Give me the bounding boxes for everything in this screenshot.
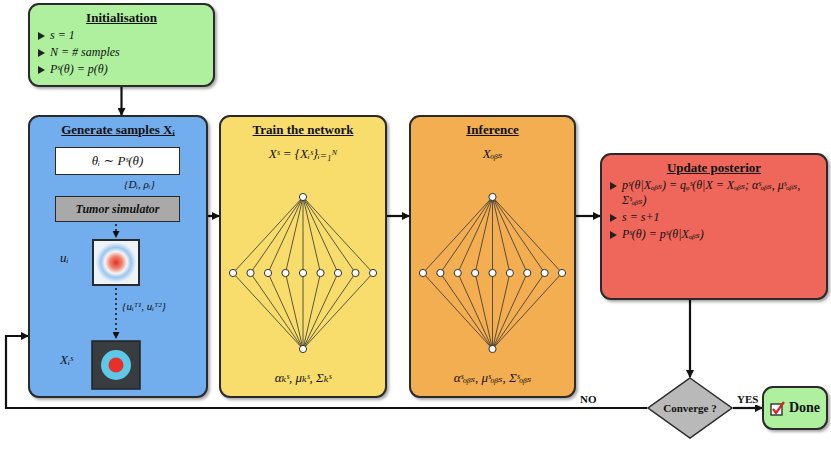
box-text: θᵢ ∼ Pˢ(θ): [56, 153, 179, 169]
box-text: s = s+1: [622, 210, 660, 225]
box-text: αˢₒᵦₛ, μˢₒᵦₛ, Σˢₒᵦₛ: [411, 370, 574, 386]
bullet-marker: [610, 182, 617, 190]
process-box: Initialisation s = 1 N = # samplesPˢ(θ) = …: [28, 3, 215, 87]
network-illustration: [221, 187, 385, 362]
box-text: αₖˢ, μₖˢ, Σₖˢ: [221, 370, 385, 386]
box-heading: Inference: [411, 122, 574, 138]
box-heading: Generate samples Xᵢ: [30, 122, 206, 138]
edge-label: NO: [578, 393, 599, 405]
bullet-row: s = 1: [38, 28, 213, 43]
box-text: pˢ(θ|Xₒᵦₛ) = qᵩˢ(θ|X = Xₒᵦₛ; αˢₒᵦₛ, μˢₒᵦ…: [622, 178, 826, 208]
box-text: Done: [789, 400, 820, 416]
image-label: Xᵢˢ: [60, 352, 73, 368]
bullet-marker: [38, 66, 45, 74]
edge-label: YES: [735, 393, 760, 405]
flow-arrow: [689, 300, 691, 377]
image-label: {uᵢᵀ¹, uᵢᵀ²}: [122, 300, 166, 312]
box-text: Xₒᵦₛ: [411, 146, 574, 162]
bullet-row: pˢ(θ|Xₒᵦₛ) = qᵩˢ(θ|X = Xₒᵦₛ; αˢₒᵦₛ, μˢₒᵦ…: [610, 178, 826, 208]
bullet-marker: [38, 32, 45, 40]
bullet-row: Pˢ(θ) = pˢ(θ|Xₒᵦₛ): [610, 227, 826, 242]
box-text: Xˢ = {Xᵢˢ}ᵢ₌₁ᴺ: [221, 146, 385, 162]
checkmark-icon: [770, 401, 785, 416]
bullet-marker: [38, 49, 45, 57]
box-text: s = 1: [50, 28, 75, 43]
simulator-box: Tumor simulator: [55, 196, 180, 222]
bullet-marker: [610, 214, 617, 222]
decision-diamond: Converge ?: [647, 377, 733, 439]
flow-arrow: [120, 87, 122, 115]
box-text: N = # samples: [50, 45, 120, 60]
bullet-row: Pˢ(θ) = p(θ): [38, 62, 213, 77]
flow-arrow: [733, 407, 762, 409]
image-label: uᵢ: [60, 250, 69, 266]
sampling-box: θᵢ ∼ Pˢ(θ): [55, 147, 180, 175]
flow-arrow: [208, 215, 219, 217]
bullet-marker: [610, 231, 617, 239]
terminal-box: Done: [762, 386, 828, 430]
box-text: Converge ?: [647, 402, 733, 414]
box-heading: Initialisation: [30, 10, 213, 26]
box-heading: Train the network: [221, 122, 385, 138]
box-text: Tumor simulator: [56, 202, 179, 217]
process-box: Generate samples Xᵢ θᵢ ∼ Pˢ(θ) Tumor simul…: [28, 115, 208, 398]
network-illustration: [411, 187, 574, 362]
process-box: InferenceXₒᵦₛ αˢₒᵦₛ, μˢₒᵦₛ, Σˢₒᵦₛ: [409, 115, 576, 398]
flow-arrow: [576, 215, 600, 217]
bullet-row: s = s+1: [610, 210, 826, 225]
edge-label: {Dᵢ, ρᵢ}: [124, 178, 155, 190]
bullet-row: N = # samples: [38, 45, 213, 60]
process-box: Train the network Xˢ = {Xᵢˢ}ᵢ₌₁ᴺ αₖˢ, μₖˢ,…: [219, 115, 387, 398]
box-text: Pˢ(θ) = p(θ): [50, 62, 108, 77]
box-text: Pˢ(θ) = pˢ(θ|Xₒᵦₛ): [622, 227, 704, 242]
process-box: Update posterior pˢ(θ|Xₒᵦₛ) = qᵩˢ(θ|X = X…: [600, 153, 828, 300]
flow-arrow: [387, 215, 409, 217]
box-heading: Update posterior: [602, 160, 826, 176]
